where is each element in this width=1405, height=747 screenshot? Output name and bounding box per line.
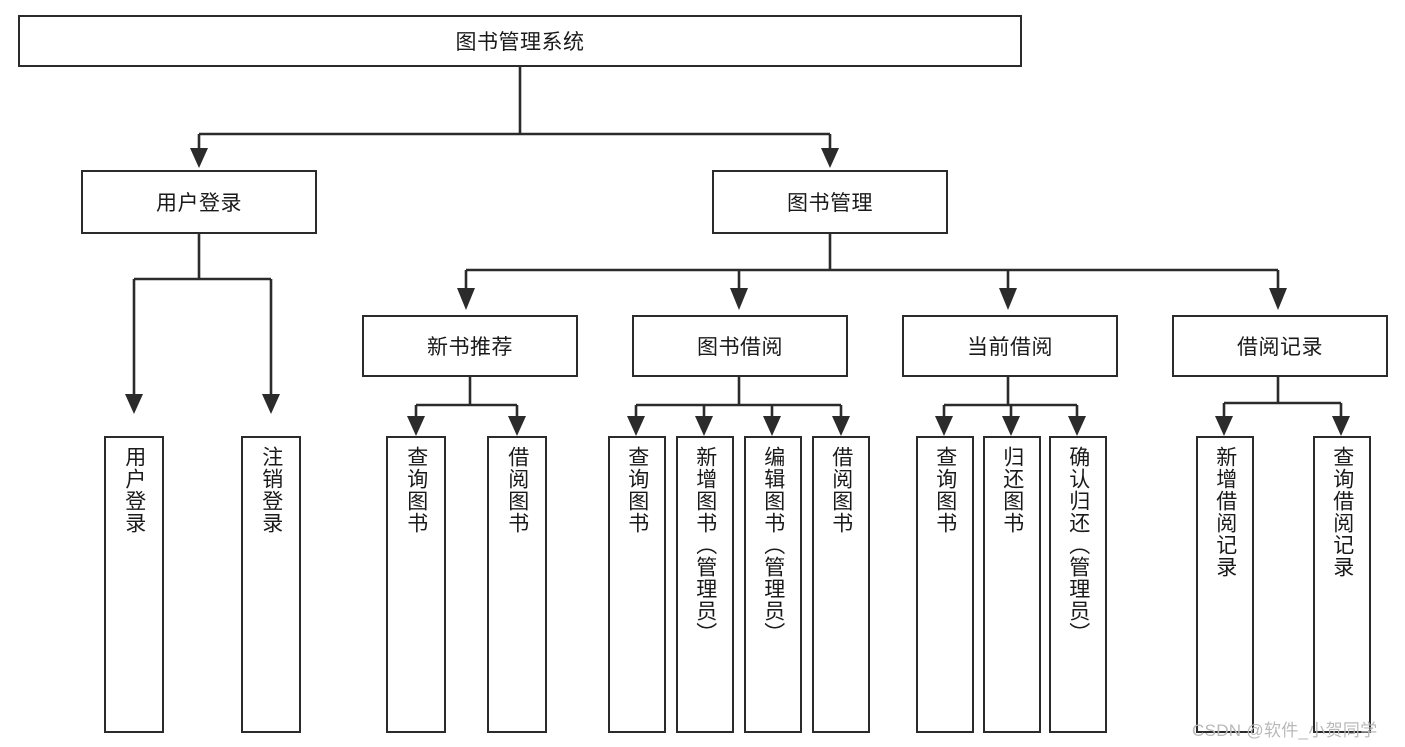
node-user-login[interactable]: 用户登录	[81, 170, 317, 234]
arrowhead-br-4	[832, 416, 850, 436]
leaf-label: 借阅图书	[829, 446, 853, 534]
leaf-label: 借阅图书	[505, 446, 529, 534]
leaf-label: 查询图书	[404, 446, 428, 534]
node-root[interactable]: 图书管理系统	[18, 15, 1022, 67]
watermark-text: CSDN @软件_小贺同学	[1192, 721, 1378, 740]
leaf-label: 注销登录	[259, 446, 283, 534]
arrowhead-br-2	[695, 416, 713, 436]
leaf-records-query[interactable]: 查询借阅记录	[1313, 436, 1371, 733]
leaf-label: 查询图书	[625, 446, 649, 534]
node-borrow-records[interactable]: 借阅记录	[1172, 315, 1388, 377]
arrowhead-borrow	[730, 288, 748, 310]
node-new-book-recommend[interactable]: 新书推荐	[362, 315, 578, 377]
arrowhead-rc-1	[1215, 416, 1233, 436]
leaf-current-query[interactable]: 查询图书	[916, 436, 974, 733]
leaf-label: 用户登录	[122, 446, 146, 534]
node-new-book-recommend-label: 新书推荐	[427, 336, 513, 359]
arrowhead-new-books	[457, 288, 475, 310]
node-current-borrow-label: 当前借阅	[967, 336, 1053, 359]
arrowhead-leaf-user-login	[125, 394, 143, 414]
leaf-current-confirm-return-admin[interactable]: 确认归还（管理员）	[1049, 436, 1107, 733]
arrowhead-user-login	[190, 148, 208, 168]
leaf-label: 编辑图书（管理员）	[761, 446, 785, 644]
leaf-records-add[interactable]: 新增借阅记录	[1196, 436, 1254, 733]
arrowhead-current	[999, 288, 1017, 310]
leaf-label: 确认归还（管理员）	[1066, 446, 1090, 644]
arrowhead-rc-2	[1332, 416, 1350, 436]
arrowhead-records	[1269, 288, 1287, 310]
leaf-label: 新增借阅记录	[1213, 446, 1237, 578]
node-borrow-records-label: 借阅记录	[1237, 336, 1323, 359]
leaf-borrow-query[interactable]: 查询图书	[608, 436, 666, 733]
leaf-user-login-signin[interactable]: 用户登录	[104, 436, 164, 733]
node-book-borrow[interactable]: 图书借阅	[632, 315, 848, 377]
leaf-user-login-signout[interactable]: 注销登录	[241, 436, 301, 733]
leaf-borrow-edit-book-admin[interactable]: 编辑图书（管理员）	[744, 436, 802, 733]
node-user-login-label: 用户登录	[156, 192, 242, 215]
node-root-label: 图书管理系统	[455, 31, 585, 54]
leaf-borrow-add-book-admin[interactable]: 新增图书（管理员）	[676, 436, 734, 733]
leaf-label: 新增图书（管理员）	[693, 446, 717, 644]
leaf-current-return-book[interactable]: 归还图书	[983, 436, 1041, 733]
node-book-borrow-label: 图书借阅	[697, 336, 783, 359]
node-current-borrow[interactable]: 当前借阅	[902, 315, 1118, 377]
arrowhead-cu-3	[1068, 416, 1086, 436]
arrowhead-cu-2	[1002, 416, 1020, 436]
leaf-new-books-query[interactable]: 查询图书	[386, 436, 446, 733]
arrowhead-nb-1	[407, 416, 425, 436]
leaf-borrow-borrow-book[interactable]: 借阅图书	[812, 436, 870, 733]
leaf-label: 查询借阅记录	[1330, 446, 1354, 578]
arrowhead-leaf-logout	[262, 394, 280, 414]
leaf-label: 归还图书	[1000, 446, 1024, 534]
arrowhead-book-mgmt	[821, 148, 839, 168]
node-book-management[interactable]: 图书管理	[712, 170, 948, 234]
leaf-label: 查询图书	[933, 446, 957, 534]
node-book-management-label: 图书管理	[787, 192, 873, 215]
arrowhead-br-1	[627, 416, 645, 436]
leaf-new-books-borrow[interactable]: 借阅图书	[487, 436, 547, 733]
arrowhead-nb-2	[508, 416, 526, 436]
arrowhead-cu-1	[935, 416, 953, 436]
arrowhead-br-3	[763, 416, 781, 436]
